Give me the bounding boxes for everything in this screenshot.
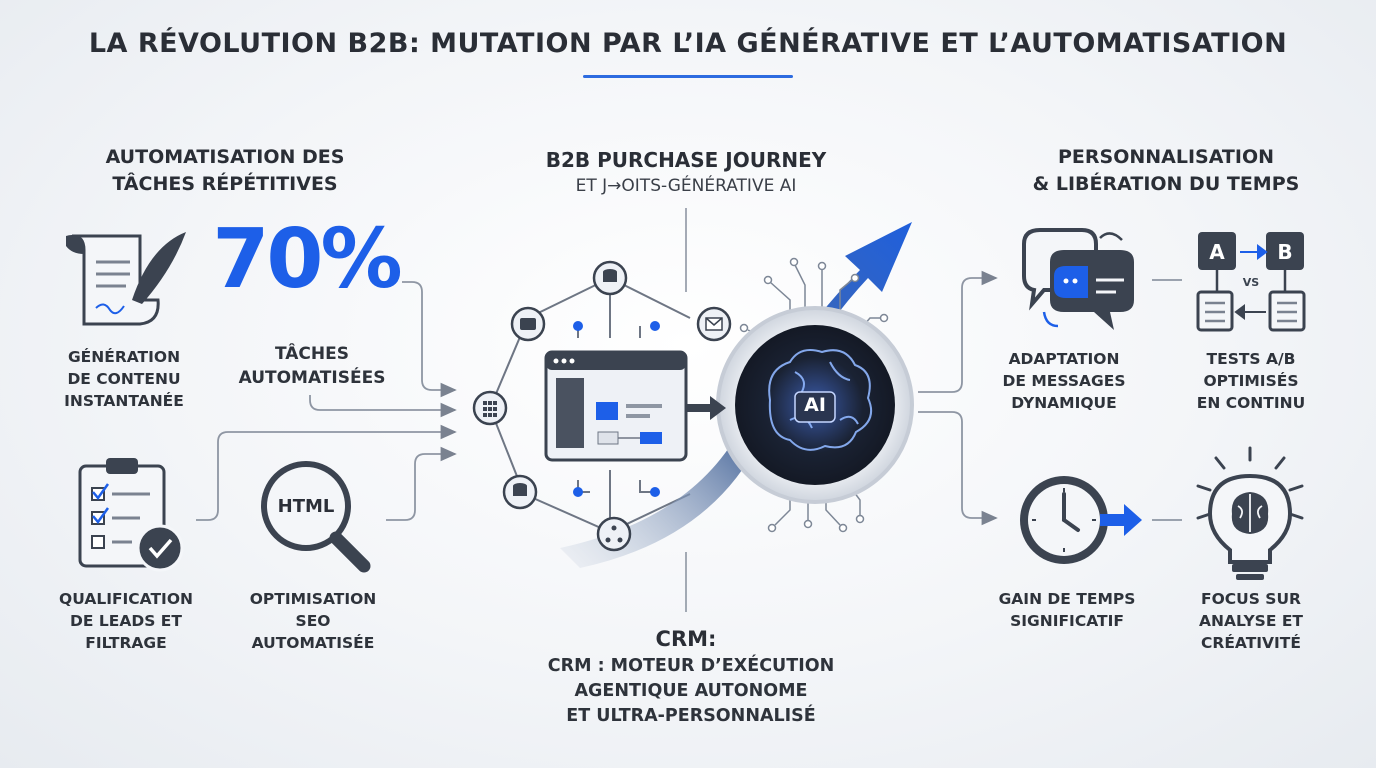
focus-line1: FOCUS SUR [1201, 590, 1301, 608]
lightbulb-brain-icon [1196, 446, 1304, 580]
message-adaptation-label: ADAPTATION DE MESSAGES DYNAMIQUE [990, 348, 1138, 414]
seo-line2: SEO [295, 612, 331, 630]
left-heading-line1: AUTOMATISATION DES [105, 146, 345, 168]
title-underline [583, 75, 793, 78]
focus-line3: CRÉATIVITÉ [1201, 634, 1301, 652]
growth-arrow [560, 222, 912, 568]
magnifier-icon [261, 461, 371, 573]
stat-label-line1: TÂCHES [275, 344, 349, 364]
chat-bubbles-icon [1022, 228, 1134, 330]
crm-line3: ET ULTRA-PERSONNALISÉ [566, 706, 816, 726]
adapt-line1: ADAPTATION [1008, 350, 1120, 368]
ab-line1: TESTS A/B [1206, 350, 1296, 368]
html-badge: HTML [277, 496, 335, 517]
ab-vs-label: VS [1242, 276, 1260, 289]
automation-stat-label: TÂCHES AUTOMATISÉES [222, 342, 402, 390]
ab-line3: EN CONTINU [1196, 394, 1306, 412]
ab-a-label: A [1209, 240, 1225, 264]
adapt-line2: DE MESSAGES [1002, 372, 1126, 390]
right-heading-line1: PERSONNALISATION [1057, 146, 1275, 168]
right-heading: PERSONNALISATION & LIBÉRATION DU TEMPS [996, 144, 1336, 198]
ai-label: AI [804, 394, 826, 416]
center-subheading: ET J→OITS-GÉNÉRATIVE AI [575, 176, 797, 196]
seo-line1: OPTIMISATION [249, 590, 377, 608]
crm-title: CRM: [655, 627, 717, 651]
ai-chip [794, 391, 836, 423]
ab-tests-label: TESTS A/B OPTIMISÉS EN CONTINU [1176, 348, 1326, 414]
ab-line2: OPTIMISÉS [1203, 372, 1299, 390]
left-connectors [196, 281, 457, 521]
stat-label-line2: AUTOMATISÉES [238, 368, 386, 388]
browser-window-icon [544, 350, 688, 462]
ab-test-icon [1196, 232, 1306, 332]
leads-line2: DE LEADS ET [70, 612, 182, 630]
leads-line3: FILTRAGE [85, 634, 167, 652]
time-saving-label: GAIN DE TEMPS SIGNIFICATIF [982, 588, 1152, 632]
clock-icon [1020, 476, 1142, 564]
lead-qualification-label: QUALIFICATION DE LEADS ET FILTRAGE [40, 588, 212, 654]
left-heading: AUTOMATISATION DES TÂCHES RÉPÉTITIVES [60, 144, 390, 198]
focus-creativity-label: FOCUS SUR ANALYSE ET CRÉATIVITÉ [1176, 588, 1326, 654]
automation-stat-value: 70% [212, 212, 402, 307]
clipboard-checklist-icon [78, 458, 184, 572]
scroll-quill-icon [66, 232, 186, 326]
content-gen-line1: GÉNÉRATION [67, 348, 181, 366]
center-heading: B2B PURCHASE JOURNEY [545, 148, 827, 172]
crm-line2: AGENTIQUE AUTONOME [574, 681, 808, 701]
adapt-line3: DYNAMIQUE [1011, 394, 1117, 412]
browser-to-ai-arrow [686, 396, 726, 420]
focus-line2: ANALYSE ET [1199, 612, 1303, 630]
crm-line1: CRM : MOTEUR D’EXÉCUTION [547, 656, 835, 676]
ai-brain-icon [768, 349, 872, 451]
right-connectors [918, 270, 1182, 526]
content-generation-label: GÉNÉRATION DE CONTENU INSTANTANÉE [44, 346, 204, 412]
share-node-icon [596, 516, 632, 552]
time-line1: GAIN DE TEMPS [998, 590, 1136, 608]
right-heading-line2: & LIBÉRATION DU TEMPS [1032, 173, 1300, 195]
leads-line1: QUALIFICATION [59, 590, 193, 608]
crm-description: CRM : MOTEUR D’EXÉCUTION AGENTIQUE AUTON… [476, 654, 906, 729]
seo-optimisation-label: OPTIMISATION SEO AUTOMATISÉE [228, 588, 398, 654]
page-title: LA RÉVOLUTION B2B: MUTATION PAR L’IA GÉN… [88, 28, 1288, 59]
seo-line3: AUTOMATISÉE [251, 634, 375, 652]
time-line2: SIGNIFICATIF [1010, 612, 1124, 630]
ab-b-label: B [1277, 240, 1293, 264]
content-gen-line2: DE CONTENU [67, 370, 181, 388]
left-heading-line2: TÂCHES RÉPÉTITIVES [112, 173, 338, 195]
content-gen-line3: INSTANTANÉE [64, 392, 184, 410]
